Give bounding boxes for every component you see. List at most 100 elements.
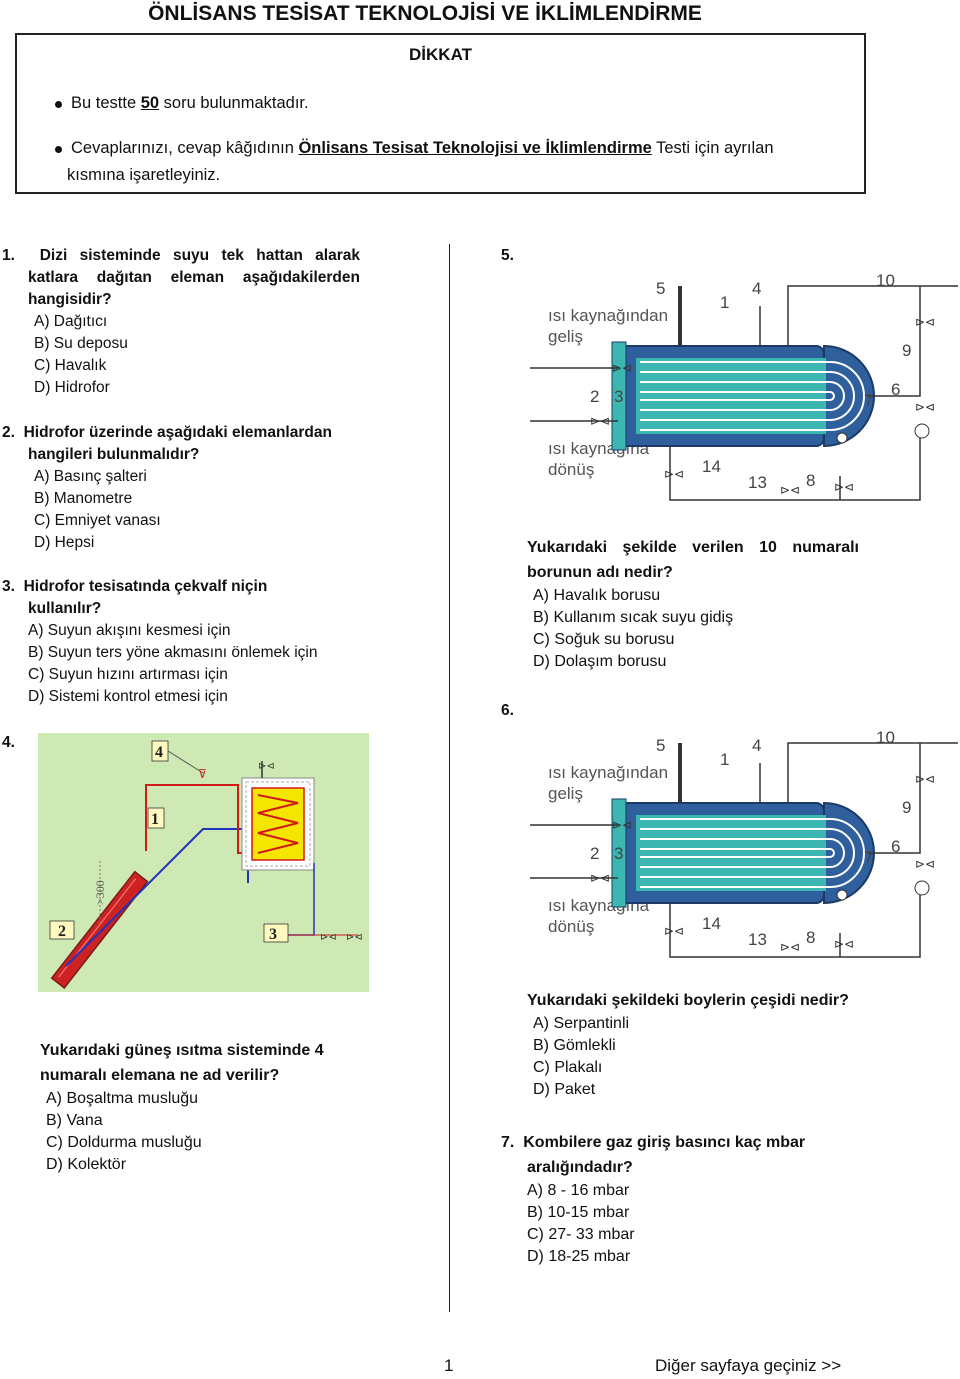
notice-bullet-2: Cevaplarınızı, cevap kâğıdının Önlisans … — [55, 135, 837, 162]
question-5: Yukarıdaki şekilde verilen 10 numaralı b… — [527, 535, 859, 673]
option-c[interactable]: C) Suyun hızını artırması için — [28, 666, 228, 683]
option-c[interactable]: C) Havalık — [34, 357, 107, 374]
option-a[interactable]: A) 8 - 16 mbar — [527, 1182, 630, 1199]
option-d[interactable]: D) Sistemi kontrol etmesi için — [28, 688, 228, 705]
fig-label-4: 4 — [155, 744, 163, 761]
bullet-icon — [55, 146, 62, 153]
source-supply-label-2: geliş — [548, 327, 583, 346]
source-supply-label: ısı kaynağından — [548, 306, 668, 325]
option-d[interactable]: D) Kolektör — [46, 1156, 127, 1173]
bullet1-pre: Bu testte — [71, 94, 141, 112]
svg-text:⊳⊲: ⊳⊲ — [320, 932, 337, 943]
option-d[interactable]: D) Paket — [533, 1081, 596, 1098]
fig-label-3: 3 — [269, 926, 277, 943]
fig-num: 1 — [720, 750, 729, 769]
option-a[interactable]: A) Suyun akışını kesmesi için — [28, 622, 231, 639]
question-number: 6. — [501, 702, 514, 719]
svg-text:⊳⊲: ⊳⊲ — [346, 932, 363, 943]
option-b[interactable]: B) Su deposu — [34, 335, 128, 352]
question-text: kullanılır? — [28, 600, 102, 617]
question-count: 50 — [140, 94, 160, 112]
page-title: ÖNLİSANS TESİSAT TEKNOLOJİSİ VE İKLİMLEN… — [148, 2, 702, 25]
next-page-note: Diğer sayfaya geçiniz >> — [655, 1356, 842, 1375]
option-a[interactable]: A) Basınç şalteri — [34, 468, 147, 485]
option-d[interactable]: D) 18-25 mbar — [527, 1248, 631, 1265]
option-a[interactable]: A) Boşaltma musluğu — [46, 1090, 199, 1107]
question-text: Hidrofor üzerinde aşağıdaki elemanlardan — [23, 424, 332, 441]
svg-text:⊳⊲: ⊳⊲ — [612, 361, 632, 375]
source-supply-label-2: geliş — [548, 784, 583, 803]
question-6: Yukarıdaki şekildeki boylerin çeşidi ned… — [527, 988, 867, 1101]
svg-text:⊽: ⊽ — [198, 767, 207, 781]
question-text: aralığındadır? — [527, 1159, 633, 1176]
question-number: 1. — [2, 247, 15, 264]
question-text: katlara dağıtan eleman aşağıdakilerden — [28, 269, 360, 286]
option-b[interactable]: B) Kullanım sıcak suyu gidiş — [533, 609, 734, 626]
fig-num: 4 — [752, 279, 761, 298]
fig-num: 5 — [656, 736, 665, 755]
option-d[interactable]: D) Hidrofor — [34, 379, 110, 396]
option-b[interactable]: B) Gömlekli — [533, 1037, 616, 1054]
question-text: Hidrofor tesisatında çekvalf niçin — [23, 578, 268, 595]
question-number: 3. — [2, 578, 15, 595]
option-c[interactable]: C) 27- 33 mbar — [527, 1226, 635, 1243]
fig-num: 9 — [902, 341, 911, 360]
svg-text:⊳⊲: ⊳⊲ — [834, 480, 854, 494]
question-number: 7. — [501, 1134, 515, 1151]
option-d[interactable]: D) Dolaşım borusu — [533, 653, 667, 670]
question-text: hangileri bulunmalıdır? — [28, 446, 200, 463]
question-1: 1. Dizi sisteminde suyu tek hattan alara… — [2, 245, 360, 399]
svg-text:⊳⊲: ⊳⊲ — [915, 857, 935, 871]
svg-text:⊳⊲: ⊳⊲ — [612, 818, 632, 832]
svg-text:⊳⊲: ⊳⊲ — [780, 483, 800, 497]
svg-text:⊳⊲: ⊳⊲ — [780, 940, 800, 954]
source-return-label-2: dönüş — [548, 917, 594, 936]
option-a[interactable]: A) Serpantinli — [533, 1015, 630, 1032]
fig-num: 1 — [720, 293, 729, 312]
option-a[interactable]: A) Havalık borusu — [533, 587, 661, 604]
fig-num: 14 — [702, 914, 721, 933]
column-divider — [449, 244, 450, 1312]
option-c[interactable]: C) Soğuk su borusu — [533, 631, 675, 648]
fig-num: 5 — [656, 279, 665, 298]
question-2: 2. Hidrofor üzerinde aşağıdaki elemanlar… — [2, 422, 360, 554]
option-d[interactable]: D) Hepsi — [34, 534, 95, 551]
fig-num: 2 — [590, 844, 599, 863]
svg-text:⊳⊲: ⊳⊲ — [834, 937, 854, 951]
option-b[interactable]: B) 10-15 mbar — [527, 1204, 630, 1221]
fig-num: 13 — [748, 930, 767, 949]
dimension-label: >300 — [93, 880, 107, 905]
question-text: Yukarıdaki şekilde verilen 10 numaralı — [527, 539, 859, 556]
option-b[interactable]: B) Suyun ters yöne akmasını önlemek için — [28, 644, 318, 661]
question-text: Kombilere gaz giriş basıncı kaç mbar — [523, 1134, 806, 1151]
option-c[interactable]: C) Emniyet vanası — [34, 512, 161, 529]
source-return-label-2: dönüş — [548, 460, 594, 479]
option-b[interactable]: B) Vana — [46, 1112, 103, 1129]
fig-label-1: 1 — [151, 811, 159, 828]
svg-text:⊳⊲: ⊳⊲ — [915, 315, 935, 329]
question-text: borunun adı nedir? — [527, 564, 673, 581]
fig-num: 7 — [864, 391, 873, 410]
question-text: Yukarıdaki şekildeki boylerin çeşidi ned… — [527, 992, 849, 1009]
option-c[interactable]: C) Doldurma musluğu — [46, 1134, 202, 1151]
option-b[interactable]: B) Manometre — [34, 490, 133, 507]
fig-num: 10 — [876, 728, 895, 747]
svg-text:⊳⊲: ⊳⊲ — [258, 761, 275, 772]
option-a[interactable]: A) Dağıtıcı — [34, 313, 108, 330]
fig-label-2: 2 — [58, 923, 66, 940]
option-c[interactable]: C) Plakalı — [533, 1059, 603, 1076]
question-3: 3. Hidrofor tesisatında çekvalf niçin ku… — [2, 576, 402, 708]
question-number: 5. — [501, 247, 514, 264]
boiler-figure-q6: ısı kaynağından geliş ısı kaynağına dönü… — [530, 703, 958, 965]
question-7: 7. Kombilere gaz giriş basıncı kaç mbar … — [501, 1130, 831, 1268]
question-text: Dizi sisteminde suyu tek hattan alarak — [39, 247, 360, 264]
fig-num: 8 — [806, 928, 815, 947]
svg-text:⊳⊲: ⊳⊲ — [915, 400, 935, 414]
fig-num: 8 — [806, 471, 815, 490]
notice-bullet-2-cont: kısmına işaretleyiniz. — [67, 166, 221, 184]
fig-num: 10 — [876, 271, 895, 290]
bullet-icon — [55, 101, 62, 108]
question-number: 4. — [2, 734, 15, 751]
question-number: 2. — [2, 424, 15, 441]
question-text: hangisidir? — [28, 291, 112, 308]
